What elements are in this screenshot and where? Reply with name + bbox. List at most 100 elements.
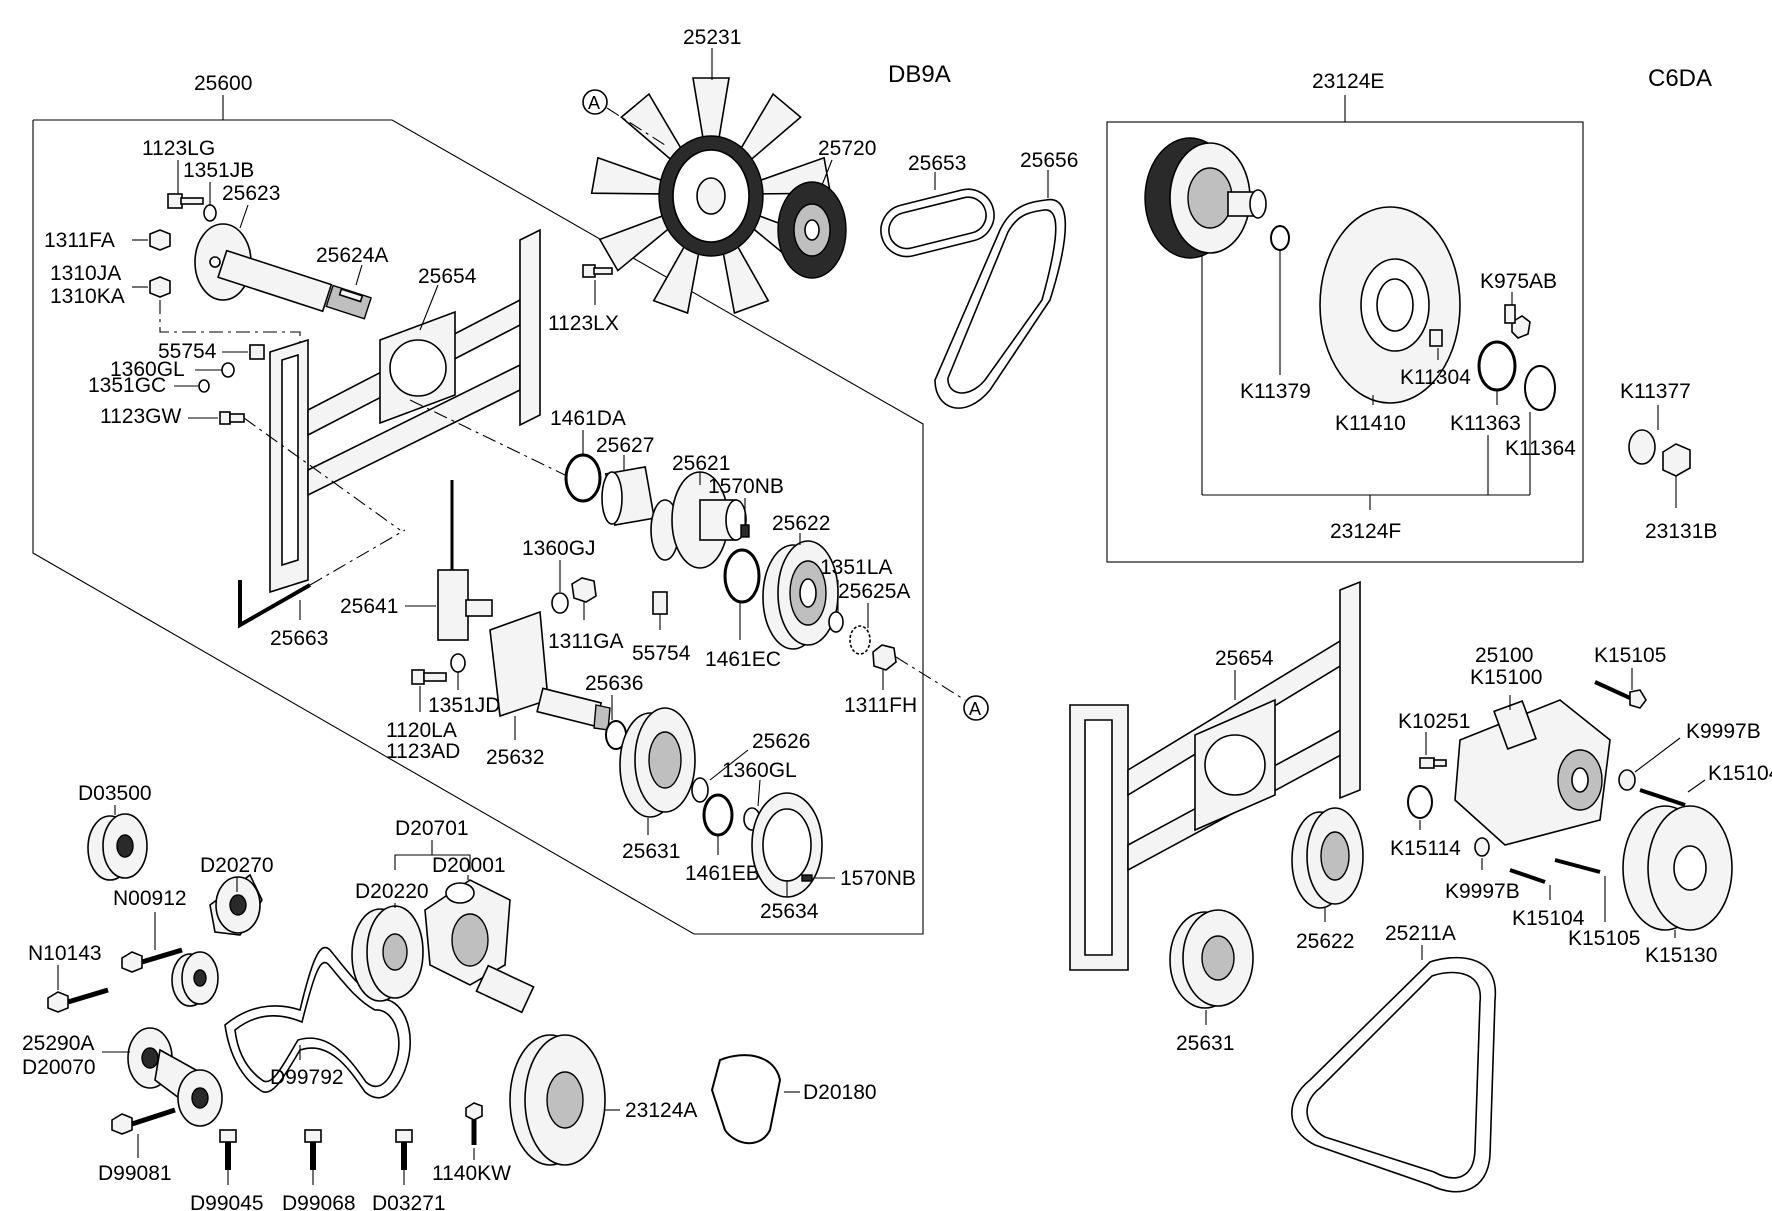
label-K10251: K10251 [1398, 710, 1470, 733]
svg-text:A: A [588, 93, 600, 113]
key-25624A [338, 288, 364, 303]
label-25654-c6da: 25654 [1215, 647, 1274, 670]
label-25641: 25641 [340, 595, 398, 618]
bolt-1123LG [167, 193, 204, 209]
label-25622-c6da: 25622 [1296, 930, 1354, 953]
label-D20001: D20001 [432, 854, 506, 877]
label-25231: 25231 [683, 26, 741, 49]
rod-25663 [238, 580, 311, 629]
snap-ring-1461EB [702, 793, 734, 837]
assembly-outline-25600 [32, 95, 924, 935]
label-D99045: D99045 [190, 1192, 264, 1211]
label-1123GW: 1123GW [100, 405, 181, 428]
label-1360GJ: 1360GJ [522, 537, 596, 560]
label-23124E: 23124E [1312, 70, 1384, 93]
label-K9997B-lower: K9997B [1445, 880, 1520, 903]
o-ring-K11364 [1524, 365, 1556, 411]
stud-D99068 [304, 1129, 322, 1170]
grease-nipple-1570NB-top [740, 524, 750, 538]
plug-55754-top [249, 344, 265, 360]
label-D20701: D20701 [395, 817, 469, 840]
label-D20070: D20070 [22, 1056, 96, 1079]
label-K11363: K11363 [1450, 412, 1521, 435]
label-1360GL-lower: 1360GL [722, 759, 797, 782]
label-25663: 25663 [270, 627, 328, 650]
label-25600: 25600 [194, 72, 252, 95]
bushing-25627 [601, 465, 656, 527]
section-label-db9a: DB9A [888, 61, 951, 88]
bolt-N00912 [121, 947, 183, 973]
label-1311GA: 1311GA [548, 630, 624, 653]
bolt-K975AB [1504, 304, 1531, 339]
label-K11364: K11364 [1505, 437, 1576, 460]
label-K15105-top: K15105 [1594, 644, 1666, 667]
label-1570NB-top: 1570NB [708, 475, 784, 498]
reference-marker-a-top: A [582, 89, 666, 146]
label-25653: 25653 [908, 152, 966, 175]
bolt-K15104-lower [1509, 868, 1546, 884]
label-25622: 25622 [772, 512, 830, 535]
bolt-N10143 [47, 987, 109, 1013]
label-1310JA: 1310JA [50, 262, 121, 285]
label-1123LX: 1123LX [548, 312, 619, 335]
label-25621: 25621 [672, 452, 730, 475]
label-K11304: K11304 [1400, 366, 1471, 389]
label-K975AB: K975AB [1480, 270, 1557, 293]
gasket-D20180 [710, 1054, 782, 1145]
label-1351LA: 1351LA [820, 556, 892, 579]
label-K9997B-top: K9997B [1686, 720, 1761, 743]
pulley-25631 [619, 707, 696, 818]
washer-K11377 [1628, 429, 1656, 465]
section-label-c6da: C6DA [1648, 65, 1712, 92]
washer-K9997B-lower [1474, 837, 1490, 857]
label-25636: 25636 [585, 672, 643, 695]
bolt-K15105-top [1594, 680, 1647, 709]
washer-1351JD [450, 653, 466, 673]
damper-K11410 [1319, 206, 1461, 404]
stud-D03271 [395, 1129, 413, 1170]
label-23131B: 23131B [1645, 520, 1717, 543]
nut-1311FA [149, 229, 171, 251]
label-K11377: K11377 [1620, 380, 1691, 403]
label-55754-lower: 55754 [632, 642, 691, 665]
label-1311FA: 1311FA [44, 229, 115, 252]
washer-1351GC [198, 379, 210, 393]
adjuster-25641 [437, 480, 493, 641]
bolt-1140KW [465, 1102, 483, 1145]
label-1461DA: 1461DA [550, 407, 626, 430]
reference-marker-a-lower: A [963, 695, 989, 721]
cooling-fan [590, 77, 832, 315]
label-25626: 25626 [752, 730, 810, 753]
nut-23131B [1662, 443, 1691, 477]
pulley-25622 [762, 540, 839, 650]
label-23124F: 23124F [1330, 520, 1401, 543]
label-D99068: D99068 [282, 1192, 356, 1211]
oil-seal-K11363 [1477, 340, 1517, 392]
svg-text:A: A [969, 699, 981, 719]
label-25631-c6da: 25631 [1176, 1032, 1234, 1055]
pulley-25631-c6da [1169, 909, 1254, 1009]
water-pump-D20001 [424, 879, 535, 1014]
label-N00912: N00912 [113, 887, 187, 910]
label-1351GC: 1351GC [88, 374, 166, 397]
label-55754-top: 55754 [158, 340, 217, 363]
pulley-25622-c6da [1291, 807, 1364, 909]
nut-1311GA [571, 577, 597, 603]
label-25632: 25632 [486, 746, 544, 769]
label-25211A: 25211A [1385, 922, 1456, 945]
label-25656: 25656 [1020, 149, 1078, 172]
ribbed-belt-D99792 [224, 946, 411, 1099]
lock-washer-25625A [849, 625, 871, 655]
label-K11379: K11379 [1240, 380, 1311, 403]
tensioner-25290A [127, 1027, 223, 1127]
washer-K9997B-top [1618, 769, 1636, 791]
v-belt-25211A [1291, 956, 1496, 1193]
label-25634: 25634 [760, 900, 819, 923]
tensioner-D20270 [209, 873, 263, 936]
grease-nipple-1570NB-lower [801, 874, 813, 882]
label-25627: 25627 [596, 434, 654, 457]
bolt-1123LX [582, 264, 613, 278]
label-K15104-top: K15104 [1708, 762, 1772, 785]
bolt-K10251 [1419, 757, 1447, 769]
label-D20270: D20270 [200, 854, 274, 877]
